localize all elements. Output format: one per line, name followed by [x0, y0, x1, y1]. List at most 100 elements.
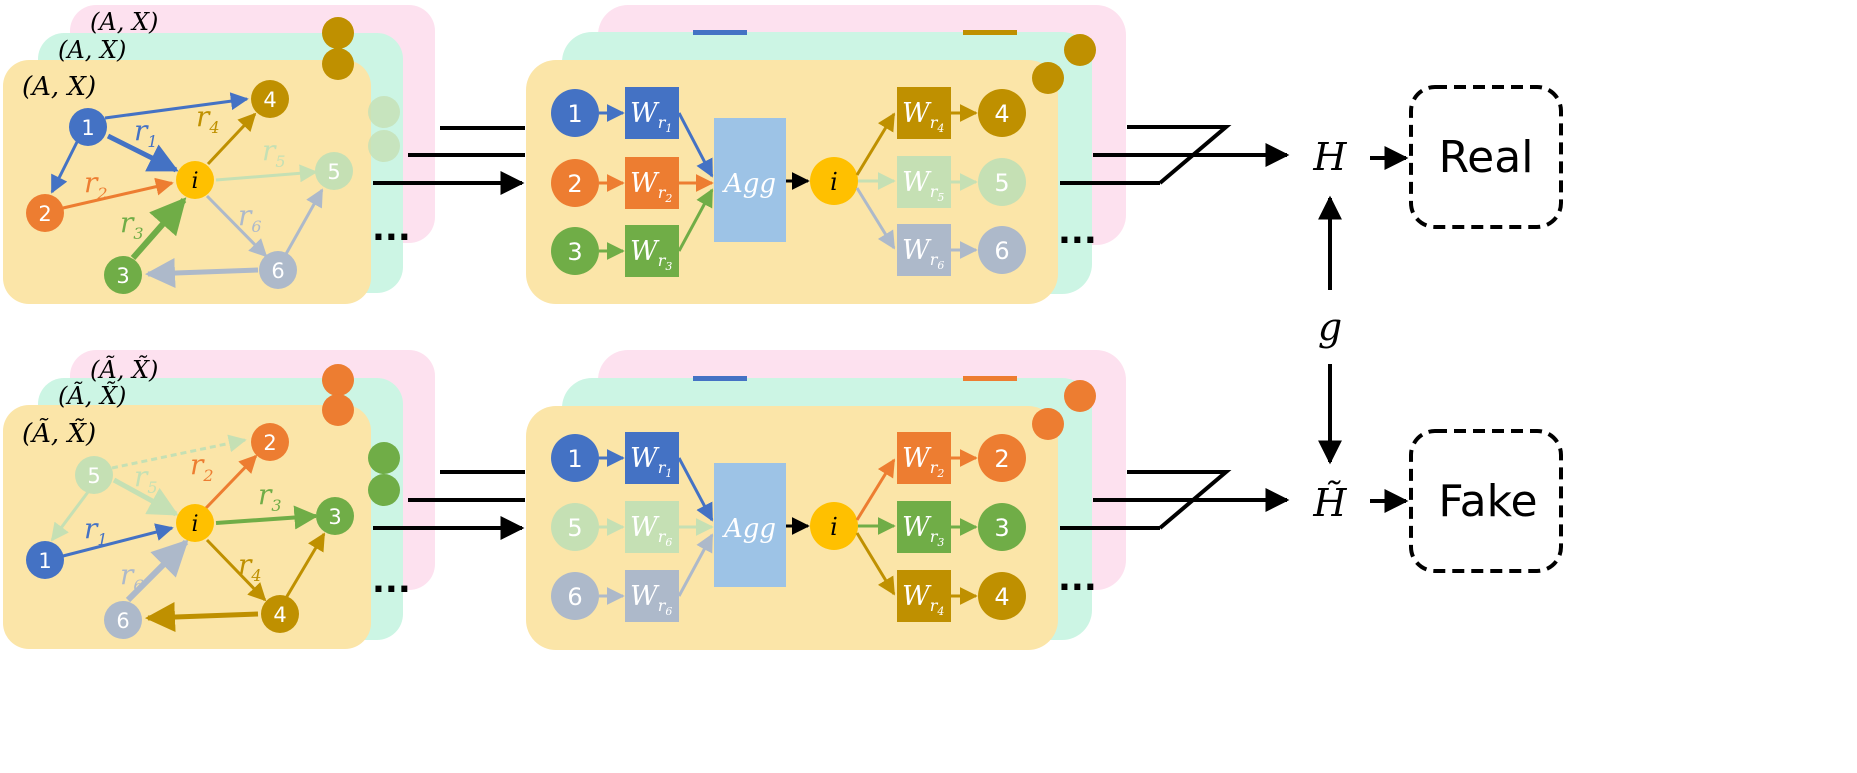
edge-6-5	[284, 188, 324, 255]
back-card-label: (A, X)	[90, 8, 158, 36]
graph-node-5: 5	[75, 456, 113, 494]
svg-text:1: 1	[81, 116, 94, 140]
back-weight-hint	[963, 30, 1017, 35]
svg-text:6: 6	[567, 583, 582, 611]
svg-text:3: 3	[994, 514, 1009, 542]
svg-text:2: 2	[263, 431, 276, 455]
edge-i-3	[215, 505, 319, 530]
weight-box-r2: Wr2	[625, 157, 679, 209]
weight-box-r1: Wr1	[625, 432, 679, 484]
back-card-label: (Ã, X̃)	[58, 381, 126, 410]
svg-text:4: 4	[273, 603, 286, 627]
back-node-hint	[368, 130, 400, 162]
svg-text:3: 3	[567, 238, 582, 266]
edge-i-5	[215, 164, 318, 183]
edge	[855, 532, 896, 596]
graph-node-i: i	[176, 504, 214, 542]
encoder-output-node-2: 2	[978, 434, 1026, 482]
svg-text:6: 6	[271, 259, 284, 283]
encoder-input-node-6: 6	[551, 572, 599, 620]
svg-text:2: 2	[38, 202, 51, 226]
graph-node-6: 6	[104, 601, 142, 639]
edge-i-4	[205, 538, 267, 602]
encoder-output-node-4: 4	[978, 572, 1026, 620]
edge	[855, 112, 896, 176]
graph-node-i: i	[176, 161, 214, 199]
weight-box-r3: Wr3	[897, 501, 951, 553]
svg-text:6: 6	[116, 609, 129, 633]
aggregator-box: Agg	[714, 118, 786, 242]
edge-3-i	[130, 197, 187, 260]
svg-text:5: 5	[327, 160, 340, 184]
svg-text:Agg: Agg	[722, 169, 776, 199]
edge-i-4	[206, 112, 257, 166]
readout-function-label: g	[1318, 305, 1342, 349]
encoder-input-node-1: 1	[551, 434, 599, 482]
back-node-hint	[1032, 408, 1064, 440]
back-node-hint	[368, 474, 400, 506]
svg-text:5: 5	[994, 169, 1009, 197]
edge	[677, 533, 714, 597]
edge	[677, 112, 714, 178]
graph-node-4: 4	[261, 595, 299, 633]
edge	[855, 187, 896, 250]
weight-box-r4: Wr4	[897, 570, 951, 622]
edge-5-2	[111, 434, 247, 470]
svg-text:1: 1	[38, 549, 51, 573]
svg-text:i: i	[830, 513, 838, 541]
encoder-output-node-6: 6	[978, 226, 1026, 274]
svg-text:i: i	[191, 169, 198, 194]
back-node-hint	[1064, 380, 1096, 412]
encoder-center-node-i: i	[810, 502, 858, 550]
edge	[677, 188, 714, 252]
back-card-label: (Ã, X̃)	[90, 355, 158, 384]
back-node-hint	[322, 364, 354, 396]
bottom-graph-label: (Ã, X̃)	[22, 417, 96, 449]
encoder-input-node-2: 2	[551, 159, 599, 207]
merge-line	[1127, 125, 1232, 185]
edge-4-3	[284, 532, 326, 599]
top-graph-label: (A, X)	[22, 72, 96, 102]
weight-box-r2: Wr2	[897, 432, 951, 484]
svg-text:6: 6	[994, 237, 1009, 265]
edge-5-i	[112, 477, 179, 517]
edge-4-6	[145, 602, 259, 633]
back-node-hint	[322, 394, 354, 426]
weight-box-r4: Wr4	[897, 87, 951, 139]
ellipsis: ...	[1058, 559, 1097, 599]
svg-text:4: 4	[994, 100, 1009, 128]
svg-text:5: 5	[567, 514, 582, 542]
encoder-output-node-4: 4	[978, 89, 1026, 137]
fake-embedding-label: H̃	[1312, 481, 1347, 525]
graph-node-3: 3	[316, 497, 354, 535]
svg-text:Wr1: Wr1	[630, 443, 672, 480]
back-weight-hint	[693, 376, 747, 381]
svg-text:2: 2	[567, 170, 582, 198]
fake-label: Fake	[1438, 476, 1537, 527]
edge-1-i	[62, 523, 174, 558]
graph-node-6: 6	[259, 251, 297, 289]
encoder-input-node-3: 3	[551, 227, 599, 275]
ellipsis: ...	[372, 561, 411, 601]
svg-text:4: 4	[994, 583, 1009, 611]
back-node-hint	[1064, 34, 1096, 66]
encoder-output-node-5: 5	[978, 158, 1026, 206]
weight-box-r5: Wr5	[897, 156, 951, 208]
aggregator-box: Agg	[714, 463, 786, 587]
ellipsis: ...	[372, 209, 411, 249]
back-node-hint	[322, 48, 354, 80]
back-card-label: (A, X)	[58, 36, 126, 64]
back-node-hint	[368, 442, 400, 474]
encoder-center-node-i: i	[810, 157, 858, 205]
weight-box-r6: Wr6	[625, 501, 679, 553]
back-weight-hint	[963, 376, 1017, 381]
edge-5-1	[50, 491, 90, 542]
weight-box-r6: Wr6	[897, 224, 951, 276]
graph-node-1: 1	[69, 108, 107, 146]
encoder-input-node-1: 1	[551, 89, 599, 137]
graph-node-1: 1	[26, 541, 64, 579]
back-node-hint	[368, 96, 400, 128]
ellipsis: ...	[1058, 212, 1097, 252]
edge-i-6	[205, 194, 268, 258]
svg-text:1: 1	[567, 100, 582, 128]
